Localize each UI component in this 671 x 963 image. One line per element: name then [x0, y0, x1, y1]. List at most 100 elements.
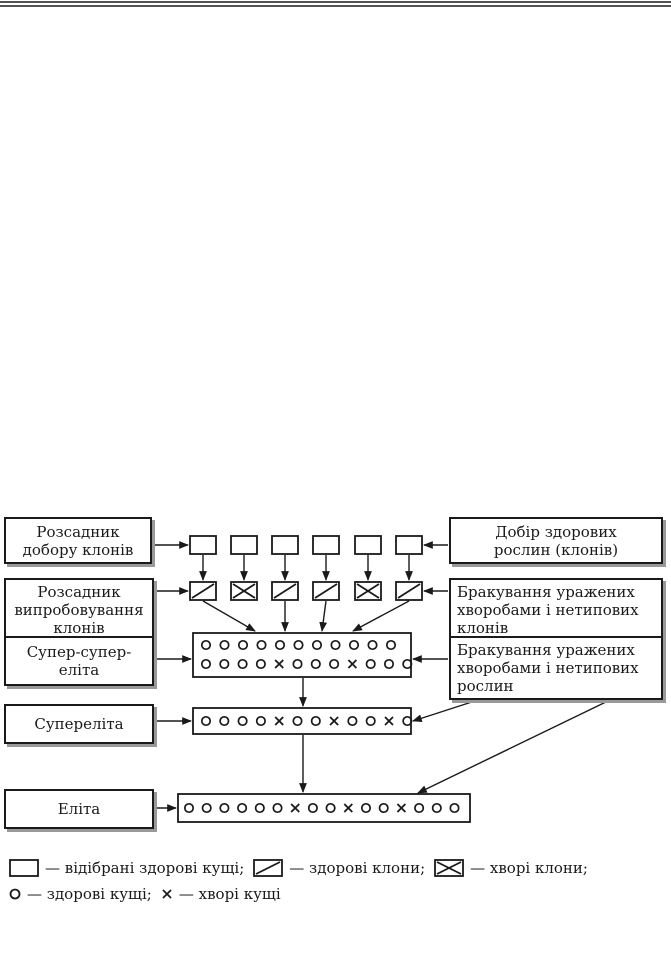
legend-line-2: — здорові кущі;— хворі кущі — [8, 881, 668, 907]
flow-arrow — [319, 600, 328, 632]
sse-row1-healthy-bush — [385, 639, 397, 651]
se-row-healthy-bush — [200, 715, 212, 727]
stage-label-line: випробовування — [14, 601, 144, 619]
slash-icon — [314, 583, 338, 599]
selected-bush-box — [271, 535, 299, 555]
healthy-clone-icon — [253, 859, 284, 877]
sse-row2-healthy-bush — [383, 658, 395, 670]
sse-row1-healthy-bush — [330, 639, 341, 651]
empty-box-icon — [230, 535, 258, 555]
sse-row2-healthy-bush — [200, 658, 212, 670]
sse-row1-healthy-bush — [348, 639, 360, 651]
elite-row-diseased-bush — [290, 803, 300, 813]
cross-icon — [384, 716, 394, 726]
operation-box-reject-clones: Бракування уражених хворобами і нетипови… — [449, 578, 663, 642]
se-row-healthy-bush — [310, 715, 321, 727]
sse-row2-diseased-bush — [347, 659, 358, 669]
stage-label-line: Супереліта — [34, 715, 124, 733]
slash-icon — [255, 861, 281, 875]
operation-label-line: рослин — [457, 677, 514, 695]
selected-bush-box — [312, 535, 340, 555]
empty-box-icon — [312, 535, 340, 555]
elite-row-healthy-bush — [325, 802, 336, 814]
sse-row1-healthy-bush — [237, 639, 249, 651]
cross-line-icon — [232, 583, 256, 599]
sse-row2-healthy-bush — [237, 658, 248, 670]
stage-label-line: еліта — [58, 661, 100, 679]
sse-row2-healthy-bush — [292, 658, 303, 670]
cross-icon — [343, 803, 353, 813]
legend-text: — хворі кущі — [178, 885, 281, 903]
sse-row1-healthy-bush — [274, 639, 286, 651]
operation-box-reject-plants: Бракування уражених хворобами і нетипови… — [449, 636, 663, 700]
slash-icon — [397, 583, 421, 599]
legend-text: — здорові клони; — [289, 859, 426, 877]
top-rule — [0, 1, 671, 7]
stage-label-line: Розсадник — [37, 583, 121, 601]
selected-bush-box — [189, 535, 217, 555]
sse-row2-healthy-bush — [219, 658, 230, 670]
flow-arrow — [202, 600, 256, 632]
elite-row-healthy-bush — [219, 802, 230, 814]
elite-row-healthy-bush — [201, 802, 212, 814]
cross-icon — [274, 659, 284, 669]
super-super-elite-plot — [192, 632, 412, 678]
cross-icon — [274, 716, 284, 726]
se-row-healthy-bush — [255, 715, 266, 727]
operation-label-line: Добір здорових — [495, 522, 617, 541]
elite-row-healthy-bush — [414, 802, 425, 814]
healthy-bush-icon — [9, 888, 21, 900]
selected-bush-box — [354, 535, 382, 555]
operation-label-line: клонів — [457, 619, 509, 637]
diseased-clone-icon — [434, 859, 465, 877]
elite-row-diseased-bush — [396, 803, 407, 813]
tested-clone-box — [230, 581, 258, 601]
operation-box-healthy-selection: Добір здорових рослин (клонів) — [449, 517, 663, 564]
elite-row-healthy-bush — [237, 802, 248, 814]
cross-line-icon — [436, 861, 462, 875]
sse-row1-healthy-bush — [293, 639, 304, 651]
legend-text: — хворі клони; — [470, 859, 588, 877]
empty-box-icon — [271, 535, 299, 555]
stage-box-super-elite: Супереліта — [4, 704, 154, 744]
stage-box-clone-selection-nursery: Розсадник добору клонів — [4, 517, 152, 564]
se-row-healthy-bush — [237, 715, 248, 727]
se-row-diseased-bush — [329, 716, 339, 726]
slash-icon — [191, 583, 215, 599]
cross-icon — [329, 716, 339, 726]
cross-icon — [396, 803, 407, 813]
se-row-healthy-bush — [219, 715, 230, 727]
stage-label-line: Розсадник — [36, 522, 120, 541]
elite-row-healthy-bush — [254, 802, 265, 814]
tested-clone-box — [354, 581, 382, 601]
stage-label-line: Супер-супер- — [26, 643, 132, 661]
cross-icon — [290, 803, 300, 813]
flow-arrow — [412, 699, 479, 723]
stage-label-line: клонів — [53, 619, 105, 637]
sse-row1-healthy-bush — [256, 639, 267, 651]
sse-row2-diseased-bush — [274, 659, 284, 669]
elite-row-healthy-bush — [431, 802, 442, 814]
cross-line-icon — [356, 583, 380, 599]
se-row-healthy-bush — [347, 715, 358, 727]
elite-row-healthy-bush — [183, 802, 195, 814]
stage-box-elite: Еліта — [4, 789, 154, 829]
elite-row-healthy-bush — [307, 802, 318, 814]
legend-box — [253, 859, 284, 877]
sse-row2-healthy-bush — [365, 658, 376, 670]
diseased-bush-icon — [162, 889, 172, 899]
sse-row2-healthy-bush — [310, 658, 321, 670]
operation-label-line: хворобами і нетипових — [457, 659, 639, 677]
operation-label-line: Бракування уражених — [457, 641, 635, 659]
elite-row-diseased-bush — [343, 803, 353, 813]
empty-box-icon — [395, 535, 423, 555]
legend-box — [434, 859, 465, 877]
se-row-healthy-bush — [402, 715, 413, 727]
tested-clone-box — [189, 581, 217, 601]
operation-label-line: хворобами і нетипових — [457, 601, 639, 619]
sse-row1-healthy-bush — [367, 639, 378, 651]
operation-label-line: Бракування уражених — [457, 583, 635, 601]
selected-bush-box — [395, 535, 423, 555]
se-row-healthy-bush — [365, 715, 376, 727]
empty-box-icon — [9, 859, 39, 877]
